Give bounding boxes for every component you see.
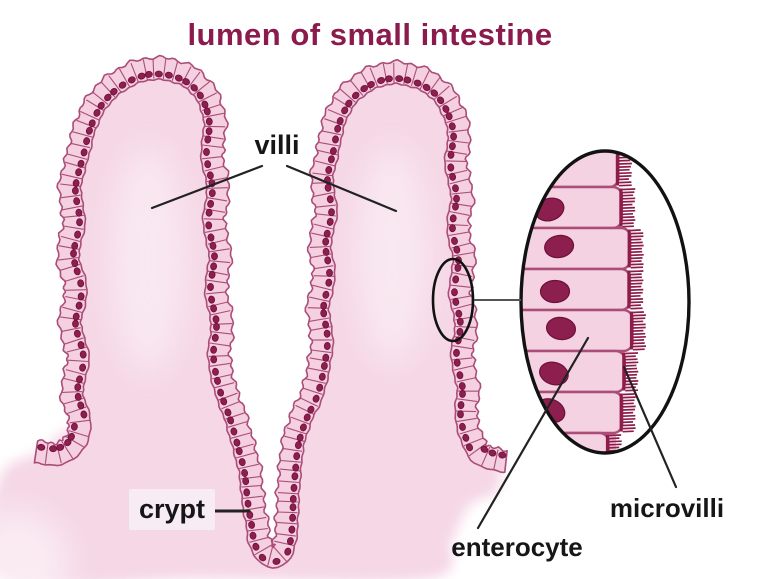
enterocyte-leader xyxy=(476,336,590,530)
leader-lines xyxy=(150,164,678,530)
magnified-inset xyxy=(519,149,691,455)
villi-leader-left xyxy=(150,164,264,210)
label-villi: villi xyxy=(254,130,300,160)
label-microvilli: microvilli xyxy=(609,493,725,523)
villi-leader-right xyxy=(285,164,398,213)
microvilli-leader xyxy=(622,365,678,489)
inset-ellipse-outline xyxy=(519,149,691,455)
label-crypt: crypt xyxy=(129,489,215,530)
page-title: lumen of small intestine xyxy=(187,17,553,52)
zoom-source-circle xyxy=(431,257,475,343)
label-enterocyte: enterocyte xyxy=(451,532,583,562)
villus-epithelium xyxy=(33,54,508,569)
